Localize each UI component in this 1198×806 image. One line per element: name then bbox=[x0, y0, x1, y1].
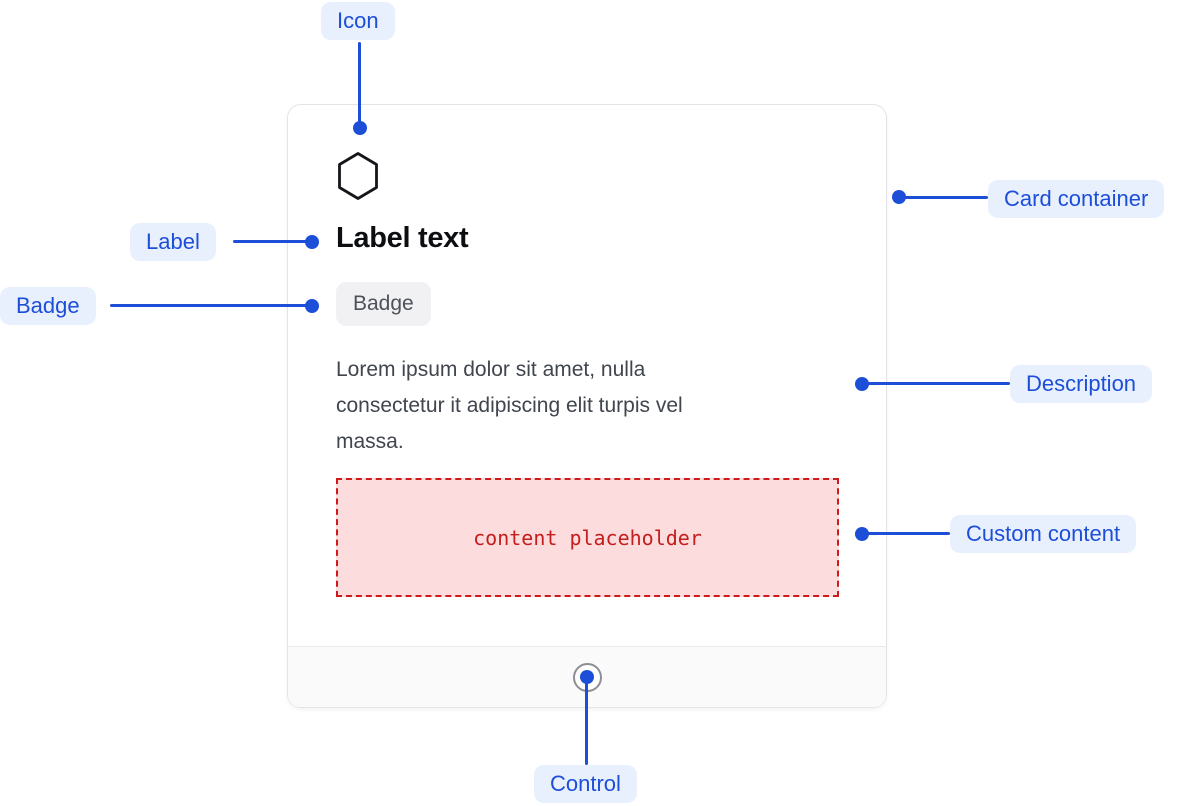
placeholder-text: content placeholder bbox=[473, 525, 702, 550]
annotation-pill-badge: Badge bbox=[0, 287, 96, 325]
hexagon-icon bbox=[338, 152, 378, 200]
annotation-pill-control: Control bbox=[534, 765, 637, 803]
description-line: Lorem ipsum dolor sit amet, nulla bbox=[336, 358, 646, 381]
custom-content-connector-dot bbox=[855, 527, 869, 541]
card-body: Label text Badge Lorem ipsum dolor sit a… bbox=[288, 105, 886, 597]
card-container: Label text Badge Lorem ipsum dolor sit a… bbox=[287, 104, 887, 708]
custom-content-connector-line bbox=[866, 532, 950, 535]
annotation-pill-label: Label bbox=[130, 223, 216, 261]
description-connector-dot bbox=[855, 377, 869, 391]
annotation-pill-card-container: Card container bbox=[988, 180, 1165, 218]
label-connector-dot bbox=[305, 235, 319, 249]
label-connector-line bbox=[233, 240, 309, 243]
badge-connector-line bbox=[110, 304, 309, 307]
card-container-connector-line bbox=[903, 196, 988, 199]
custom-content-placeholder: content placeholder bbox=[336, 478, 839, 597]
card-description: Lorem ipsum dolor sit amet, nulla consec… bbox=[336, 352, 838, 460]
icon-connector-line bbox=[358, 42, 361, 124]
control-connector-line bbox=[585, 680, 588, 765]
annotation-pill-description: Description bbox=[1010, 365, 1153, 403]
card-label-text: Label text bbox=[336, 222, 469, 254]
badge-connector-dot bbox=[305, 299, 319, 313]
description-line: massa. bbox=[336, 430, 404, 453]
description-connector-line bbox=[866, 382, 1010, 385]
description-line: consectetur it adipiscing elit turpis ve… bbox=[336, 394, 683, 417]
control-connector-dot bbox=[580, 670, 594, 684]
annotation-pill-icon: Icon bbox=[321, 2, 395, 40]
badge: Badge bbox=[336, 282, 431, 326]
card-container-connector-dot bbox=[892, 190, 906, 204]
icon-connector-dot bbox=[353, 121, 367, 135]
annotation-pill-custom-content: Custom content bbox=[950, 515, 1137, 553]
